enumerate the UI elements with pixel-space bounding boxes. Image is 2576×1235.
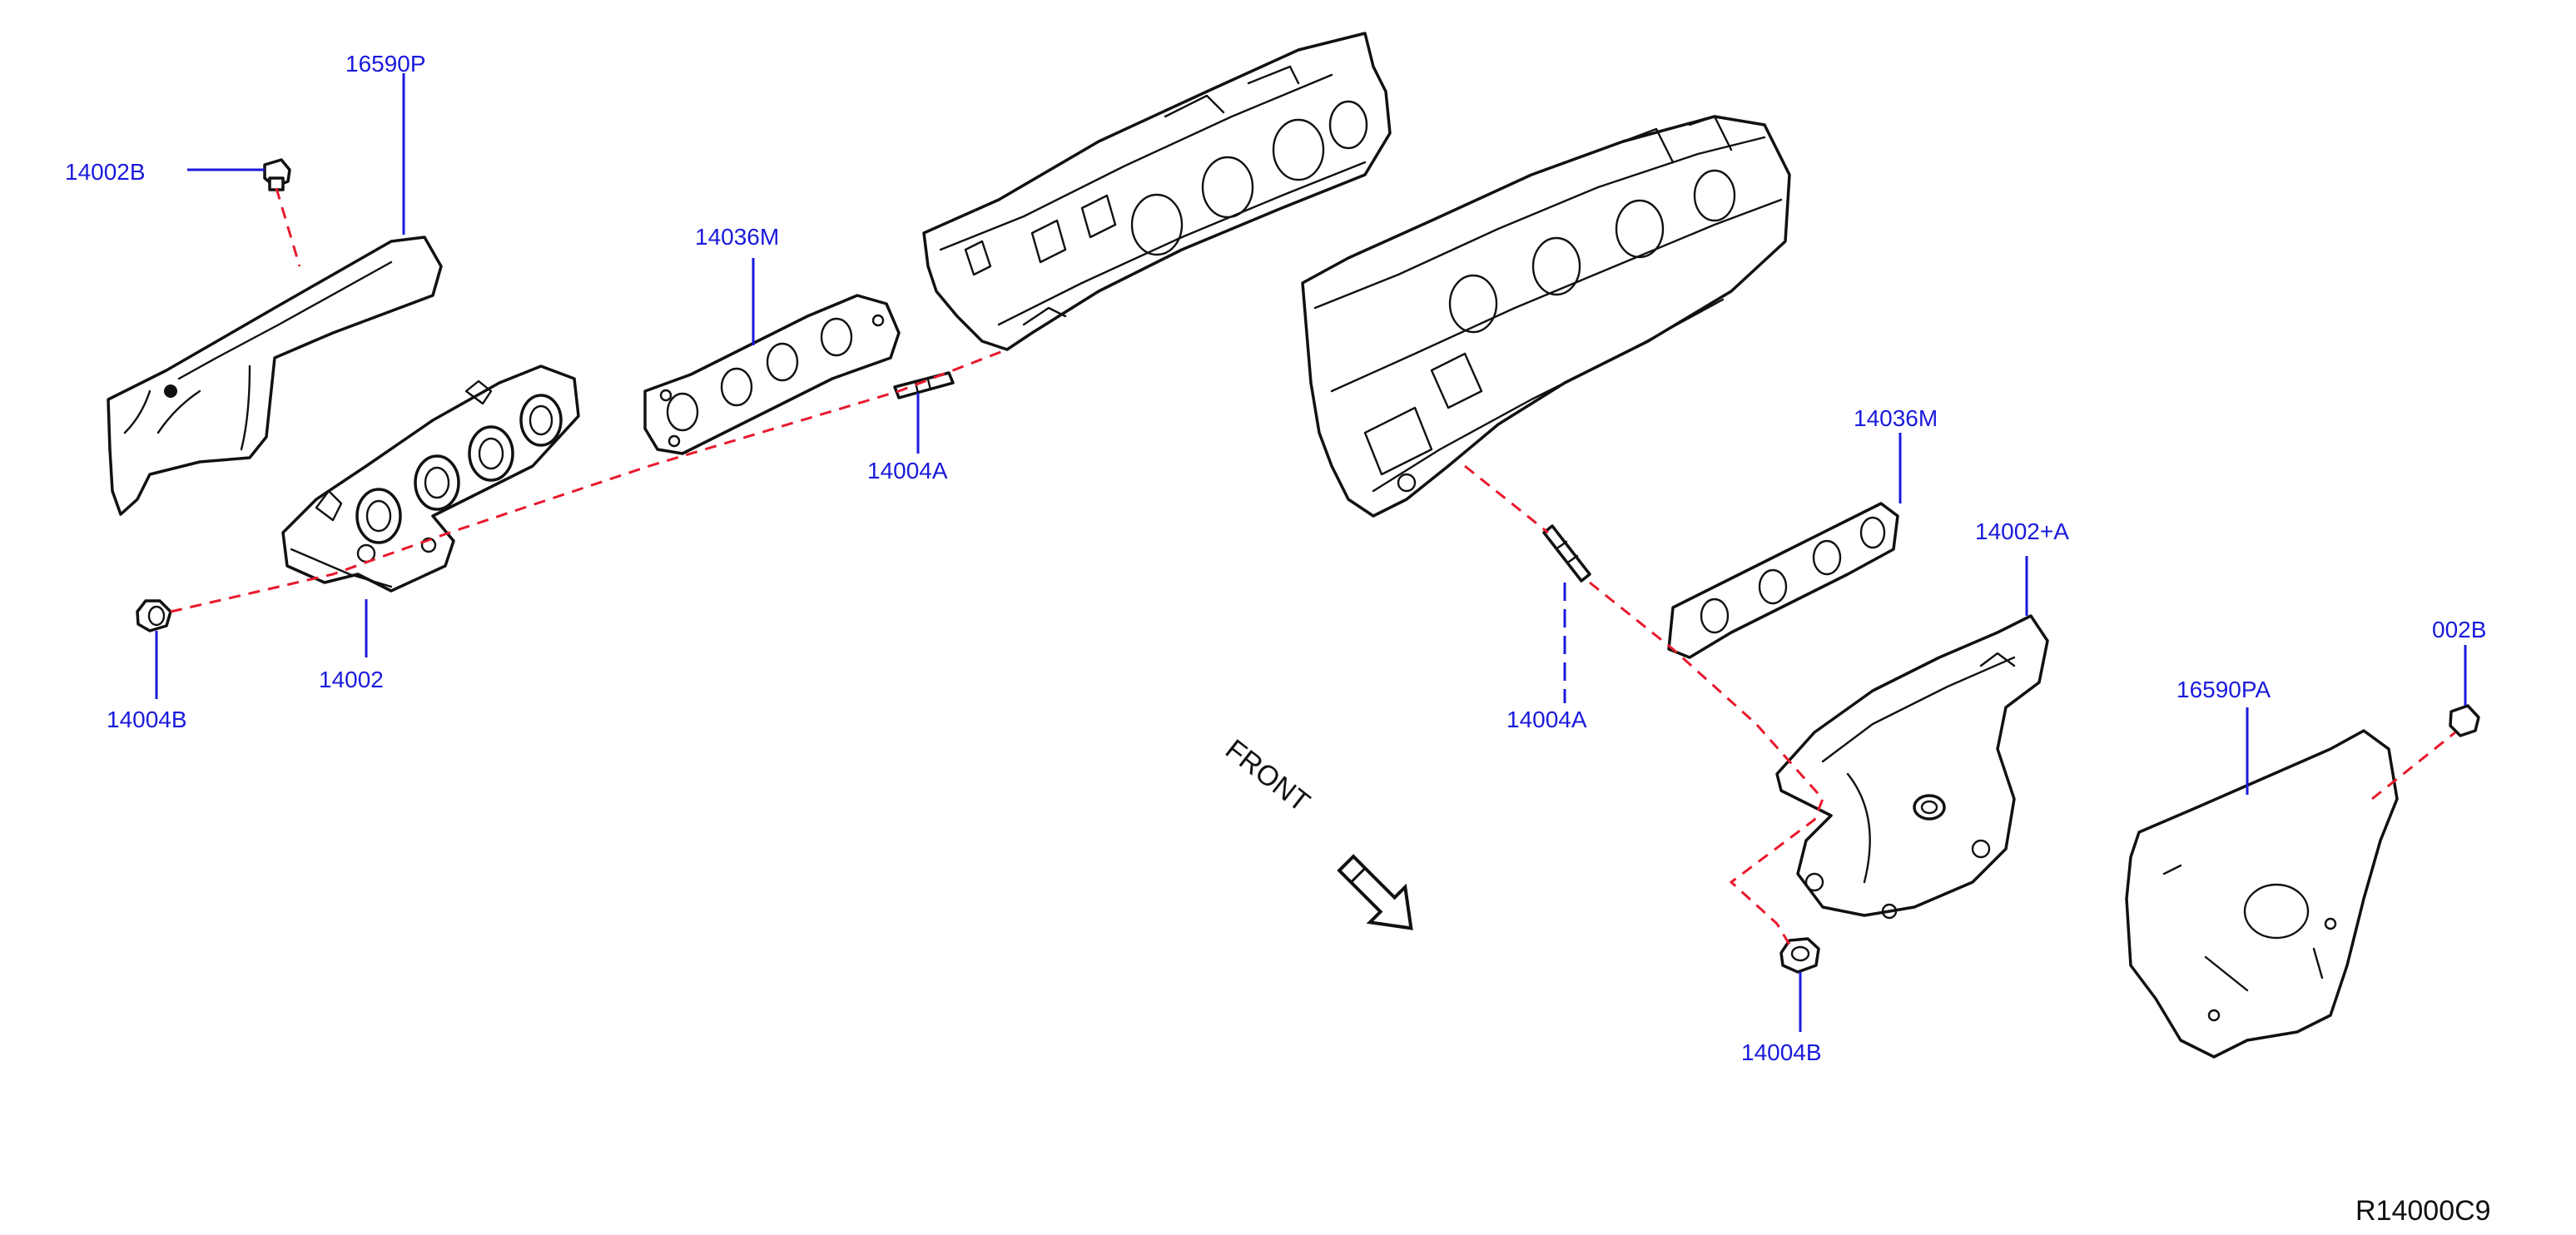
callout-14002+A: 14002+A	[1975, 518, 2069, 544]
nut-right[interactable]	[1779, 937, 1820, 974]
gasket-left[interactable]	[643, 294, 901, 455]
alignment-lines	[170, 187, 2456, 945]
callout-14004A-left: 14004A	[867, 458, 948, 484]
nut-left[interactable]	[136, 599, 172, 632]
callout-14036M-left: 14036M	[695, 224, 779, 250]
heat-insulator-left[interactable]	[107, 236, 443, 516]
callout-14002B-left: 14002B	[65, 159, 146, 185]
callout-16590P: 16590P	[345, 51, 426, 77]
front-label: FRONT	[1219, 733, 1316, 818]
exhaust-manifold-left[interactable]	[281, 365, 580, 593]
gasket-right[interactable]	[1667, 502, 1899, 659]
front-arrow-icon	[1337, 854, 1413, 930]
cylinder-head-left[interactable]	[922, 32, 1392, 351]
heat-insulator-right[interactable]	[2125, 729, 2399, 1059]
callout-leaders	[155, 73, 2467, 1032]
exhaust-manifold-right[interactable]	[1775, 614, 2049, 920]
callout-14002: 14002	[319, 667, 384, 692]
stud-left[interactable]	[893, 371, 955, 399]
callout-16590PA: 16590PA	[2176, 677, 2271, 702]
diagram-code: R14000C9	[2355, 1195, 2491, 1227]
bolt-right-top[interactable]	[2449, 704, 2480, 737]
stud-right[interactable]	[1542, 524, 1591, 583]
bolt-left-top[interactable]	[263, 158, 291, 191]
callout-14004A-right: 14004A	[1506, 707, 1587, 732]
callout-002B-right: 002B	[2432, 617, 2486, 642]
callout-14004B-right: 14004B	[1741, 1039, 1822, 1065]
front-orientation-indicator: FRONT	[1219, 733, 1413, 930]
callout-14036M-right: 14036M	[1854, 405, 1938, 431]
cylinder-head-right[interactable]	[1301, 115, 1791, 518]
callout-14004B-left: 14004B	[107, 707, 187, 732]
